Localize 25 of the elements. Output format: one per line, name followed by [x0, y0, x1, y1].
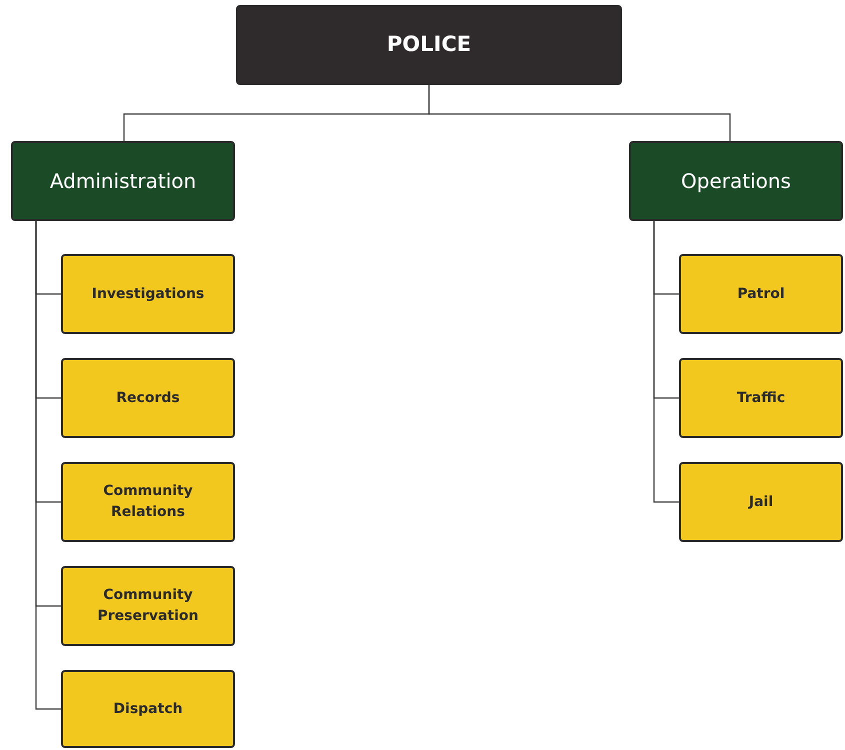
unit-box — [61, 358, 235, 438]
node-label: Community Relations — [102, 482, 194, 522]
unit-box — [61, 254, 235, 334]
unit-box — [679, 358, 843, 438]
unit-box — [679, 462, 843, 542]
node-label: Dispatch — [112, 700, 184, 718]
node-label: Jail — [747, 492, 774, 512]
node-label: Traffic — [736, 388, 786, 408]
connector-line — [653, 221, 679, 503]
node-label: Operations — [680, 168, 792, 195]
node-label: POLICE — [386, 31, 472, 58]
connector-line — [35, 221, 61, 710]
node-label: Community Preservation — [96, 586, 200, 626]
connector-line — [428, 85, 731, 141]
node-label: Patrol — [736, 284, 786, 304]
unit-box — [679, 254, 843, 334]
department-box — [629, 141, 843, 221]
unit-box — [61, 670, 235, 748]
node-label: Records — [115, 388, 181, 408]
node-label: Administration — [48, 168, 198, 195]
unit-box — [61, 462, 235, 542]
department-box — [11, 141, 235, 221]
root-box — [236, 5, 622, 85]
node-label: Investigations — [90, 284, 206, 304]
unit-box — [61, 566, 235, 646]
